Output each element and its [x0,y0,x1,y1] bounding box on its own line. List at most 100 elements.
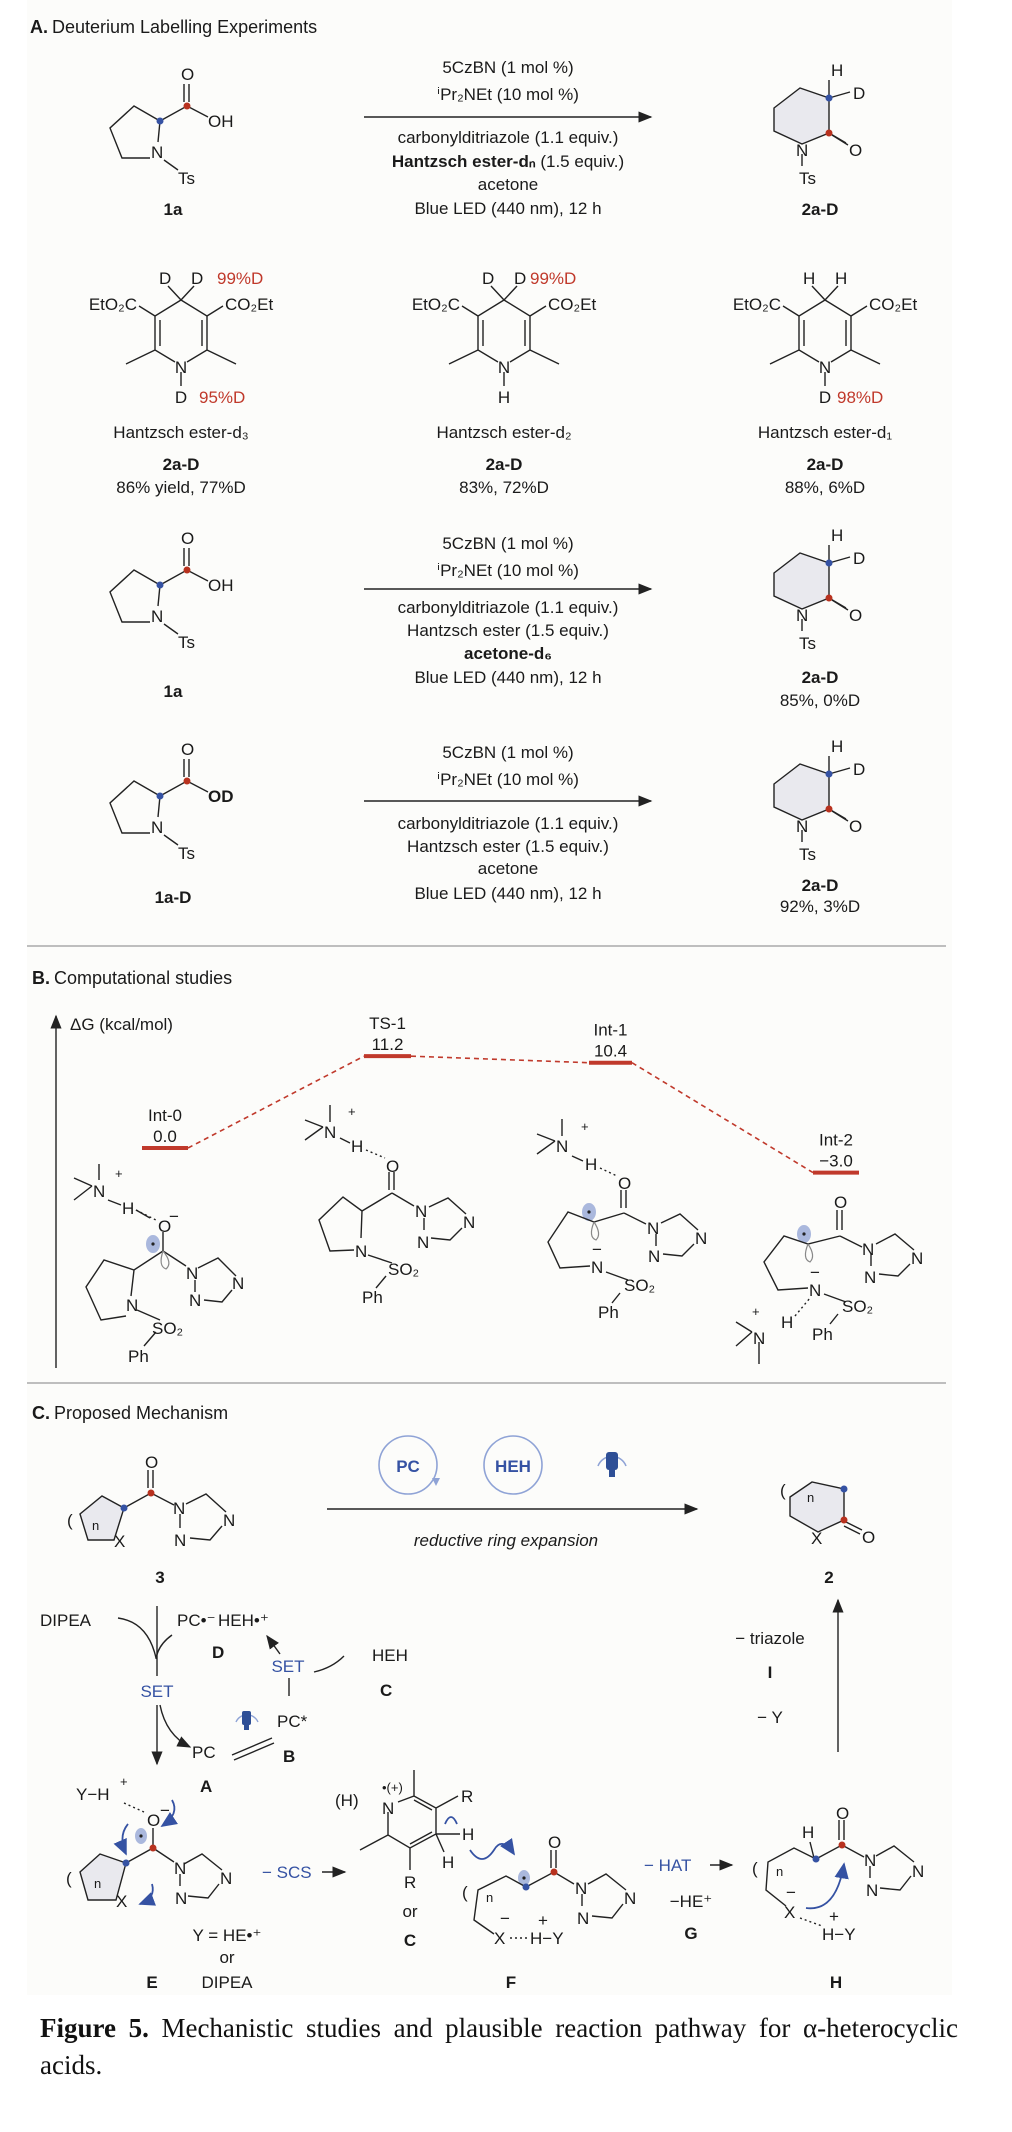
atom-label: CO₂Et [548,295,596,314]
condition-line: ⁱPr₂NEt (10 mol %) [437,770,579,789]
compound-3: O ( n X N N N 3 [67,1453,235,1587]
yield-result: 92%, 3%D [780,897,860,916]
section-a: A.Deuterium Labelling Experiments O OH N… [30,17,917,916]
charge-label: + [752,1304,760,1319]
triazole-loss-label: − triazole [735,1629,804,1648]
deuterium-percent: 95%D [199,388,245,407]
section-c: C.Proposed Mechanism O ( n X N N N 3 PC … [32,1403,924,1992]
atom-label: N [175,358,187,377]
yield-result: 85%, 0%D [780,691,860,710]
blue-dot-icon [156,792,164,800]
state-name: TS-1 [369,1014,406,1033]
atom-label: OH [208,112,234,131]
atom-label: H [802,1823,814,1842]
intermediate-label-f: F [506,1973,516,1992]
atom-label: H [351,1137,363,1156]
compound-label: 2a-D [807,455,844,474]
atom-label: CO₂Et [869,295,917,314]
condition-line: Hantzsch ester (1.5 equiv.) [407,837,609,856]
hantzsch-ester-d3: D D 99%D EtO₂C CO₂Et N D 95%D Hantzsch e… [89,269,274,497]
atom-label: N [753,1329,765,1348]
atom-label: Ph [128,1347,149,1366]
atom-label: H−Y [530,1929,564,1948]
intermediate-label-c: C [380,1681,392,1700]
condition-line: 5CzBN (1 mol %) [442,743,573,762]
atom-label: N [864,1268,876,1287]
state-energy: −3.0 [819,1152,853,1171]
compound-label: 1a [164,200,183,219]
condition-line: Blue LED (440 nm), 12 h [414,884,601,903]
atom-label: Ts [799,634,816,653]
section-a-heading: A.Deuterium Labelling Experiments [30,17,317,37]
atom-label: O [147,1811,160,1830]
int-0-structure: N + H O − N SO₂ Ph N N N [73,1164,244,1366]
atom-label: N [93,1182,105,1201]
y-definition: or [219,1948,234,1967]
atom-label: H [831,526,843,545]
deuterium-percent: 99%D [217,269,263,288]
atom-label: N [189,1291,201,1310]
charge-label: − [169,1207,179,1226]
atom-label: H [585,1155,597,1174]
yield-result: 88%, 6%D [785,478,865,497]
atom-label: CO₂Et [225,295,273,314]
red-dot-icon [838,1841,846,1849]
compound-label: 2a-D [163,455,200,474]
intermediate-label-a: A [200,1777,212,1796]
atom-label: H [781,1313,793,1332]
section-b: B.Computational studies ΔG (kcal/mol) In… [32,968,923,1368]
atom-label: H [831,61,843,80]
atom-label: Ts [799,169,816,188]
atom-label: (H) [335,1791,359,1810]
red-dot-icon [183,566,191,574]
atom-label: X [784,1903,795,1922]
blue-dot-icon [122,1859,130,1867]
atom-label: EtO₂C [89,295,137,314]
atom-label: N [223,1511,235,1530]
energy-connector [187,1055,365,1149]
atom-label: Ph [812,1325,833,1344]
atom-label: X [116,1892,127,1911]
caption-label: Figure 5. [40,2013,149,2043]
blue-dot-icon [825,559,833,567]
atom-label: n [776,1864,783,1879]
heh-label: HEH [495,1457,531,1476]
intermediate-label-c: C [404,1931,416,1950]
state-energy: 0.0 [153,1127,177,1146]
charge-label: + [115,1166,123,1181]
atom-label: O [849,606,862,625]
he-loss-label: −HE⁺ [670,1892,713,1911]
compound-label: 2a-D [802,200,839,219]
atom-label: N [695,1229,707,1248]
atom-label: N [624,1889,636,1908]
atom-label: N [126,1296,138,1315]
condition-line: Hantzsch ester (1.5 equiv.) [407,621,609,640]
compound-2: ( n X O 2 [780,1481,875,1587]
atom-label: N [864,1851,876,1870]
product-2a-d: H D N O Ts 2a-D 85%, 0%D [773,526,865,710]
atom-label: ( [780,1481,786,1500]
pc-label: PC [396,1457,420,1476]
atom-label: D [853,760,865,779]
atom-label: D [482,269,494,288]
condition-line: carbonylditriazole (1.1 equiv.) [398,598,619,617]
atom-label: D [175,388,187,407]
blue-dot-icon [120,1504,128,1512]
condition-line: acetone [478,859,539,878]
atom-label: N [911,1249,923,1268]
atom-label: O [862,1528,875,1547]
atom-label: ( [462,1883,468,1902]
atom-label: ( [67,1511,73,1530]
compound-label: 1a-D [155,888,192,907]
cycle-arrow-icon [432,1478,440,1486]
atom-label: N [809,1281,821,1300]
intermediate-label-h: H [830,1973,842,1992]
reaction-conditions: 5CzBN (1 mol %) ⁱPr₂NEt (10 mol %) carbo… [364,534,653,687]
reaction-conditions: 5CzBN (1 mol %) ⁱPr₂NEt (10 mol %) carbo… [364,58,653,218]
heh-radical-cation: HEH•⁺ [218,1611,269,1630]
atom-label: Ts [178,169,195,188]
scs-step-label: − SCS [262,1863,312,1882]
atom-label: D [853,84,865,103]
atom-label: EtO₂C [733,295,781,314]
atom-label: OD [208,787,234,806]
